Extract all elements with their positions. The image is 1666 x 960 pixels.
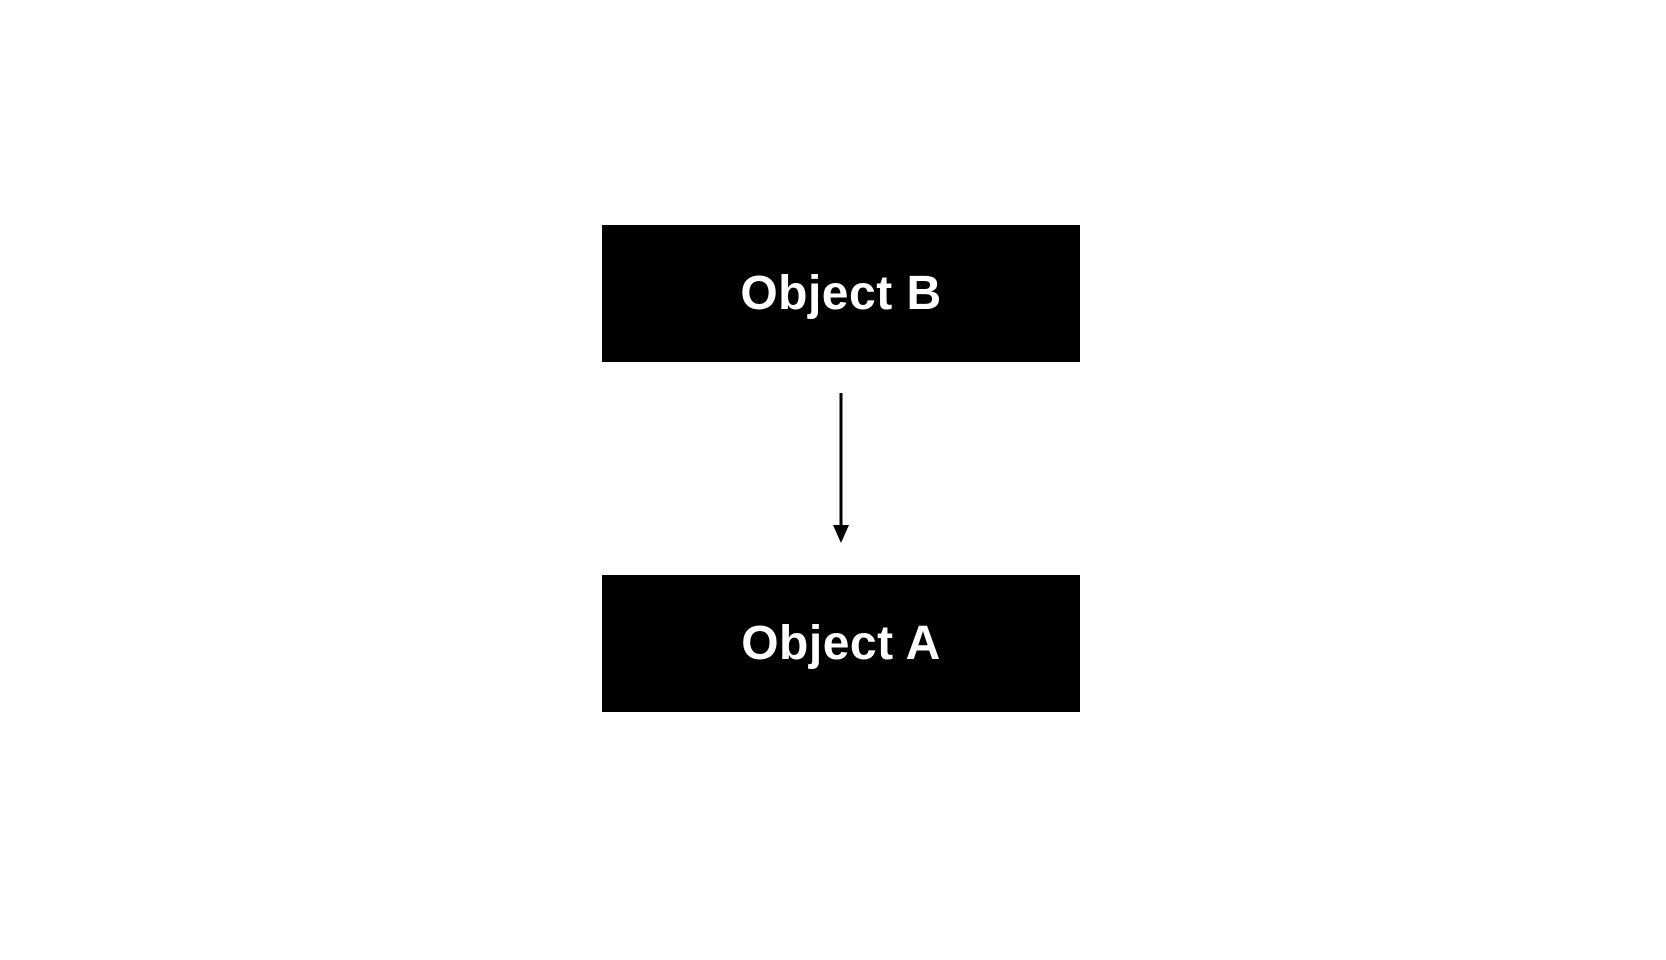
arrow-down-icon (833, 393, 849, 543)
node-object-a-label: Object A (741, 616, 941, 670)
node-object-b: Object B (602, 225, 1080, 362)
node-object-a: Object A (602, 575, 1080, 712)
node-object-b-label: Object B (740, 266, 942, 320)
